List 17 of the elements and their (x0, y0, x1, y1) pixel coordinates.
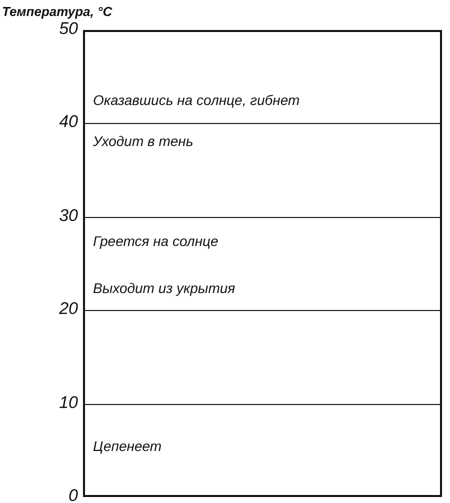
tick-label: 40 (59, 112, 78, 132)
band-label: Цепенеет (93, 438, 162, 454)
empty-band (83, 310, 442, 405)
tick-label: 20 (59, 299, 78, 320)
band-label: Выходит из укрытия (93, 280, 236, 296)
band-label: Греется на солнце (93, 232, 218, 249)
tick-label: 10 (59, 392, 78, 413)
tick-label: 50 (59, 19, 78, 39)
temperature-band (83, 123, 442, 218)
band-label: Оказавшись на солнце, гибнет (93, 92, 300, 108)
axis-title: Температура, °С (2, 4, 112, 19)
temperature-band (83, 30, 442, 124)
band-label: Уходит в тень (93, 133, 194, 150)
temperature-band (83, 404, 442, 497)
tick-label: 30 (59, 206, 78, 226)
tick-label: 0 (68, 486, 78, 503)
temperature-band (83, 216, 442, 312)
